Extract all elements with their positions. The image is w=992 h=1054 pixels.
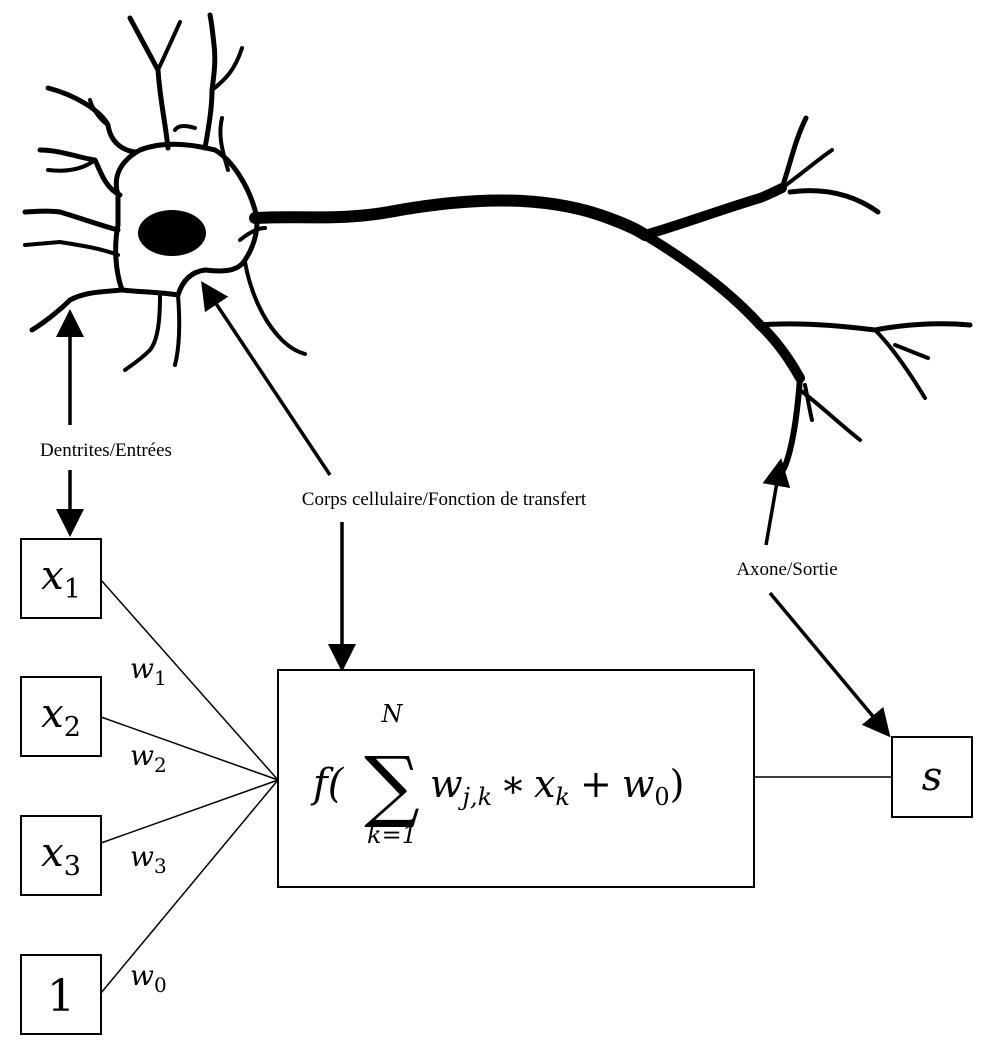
- wire-x1: [100, 579, 279, 781]
- weight-label-w0: w0: [130, 959, 167, 997]
- formula-lower-limit: k=1: [367, 821, 417, 849]
- cell-body-label: Corps cellulaire/Fonction de transfert: [302, 489, 587, 510]
- weight-label-w3: w3: [130, 840, 167, 878]
- input-var: 1: [47, 971, 75, 1022]
- input-sub: 1: [64, 574, 81, 605]
- input-node-x3: x3: [20, 815, 102, 896]
- formula-upper-limit: N: [381, 700, 404, 728]
- svg-text:x1: x1: [41, 553, 81, 605]
- axon-arrow-up: [762, 458, 791, 546]
- annotation-arrows: [56, 281, 891, 738]
- neuron-nucleus: [138, 210, 206, 256]
- input-sub: 2: [64, 712, 81, 743]
- input-var: x: [41, 553, 64, 599]
- axon-label: Axone/Sortie: [736, 559, 837, 580]
- input-node-bias: 1: [20, 954, 102, 1035]
- input-var: x: [41, 691, 64, 737]
- input-var: x: [41, 830, 64, 876]
- input-node-x2: x2: [20, 676, 102, 757]
- formula-body: wj,k∗xk+w0): [430, 762, 684, 811]
- wire-x3: [100, 779, 279, 844]
- weight-label-w1: w1: [130, 652, 167, 690]
- input-sub: 3: [64, 851, 81, 882]
- transfer-function-box: f( N ∑ k=1 wj,k∗xk+w0): [277, 669, 755, 888]
- formula-f: f(: [310, 761, 345, 807]
- svg-text:x3: x3: [41, 830, 81, 882]
- neuron-axon: [249, 194, 651, 241]
- input-wires: [100, 579, 892, 994]
- dendrites-label: Dentrites/Entrées: [40, 440, 172, 461]
- neuron-illustration: [22, 12, 973, 473]
- wire-x2: [100, 716, 279, 781]
- axon-arrow-down: [768, 591, 891, 738]
- svg-text:x2: x2: [41, 691, 81, 743]
- input-node-x1: x1: [20, 538, 102, 619]
- cell-body-arrow-up: [201, 281, 332, 476]
- output-node: s: [891, 736, 973, 818]
- formula-sum-symbol: ∑: [364, 741, 420, 831]
- wire-bias: [100, 779, 279, 994]
- weight-label-w2: w2: [130, 739, 167, 777]
- output-var: s: [922, 754, 943, 800]
